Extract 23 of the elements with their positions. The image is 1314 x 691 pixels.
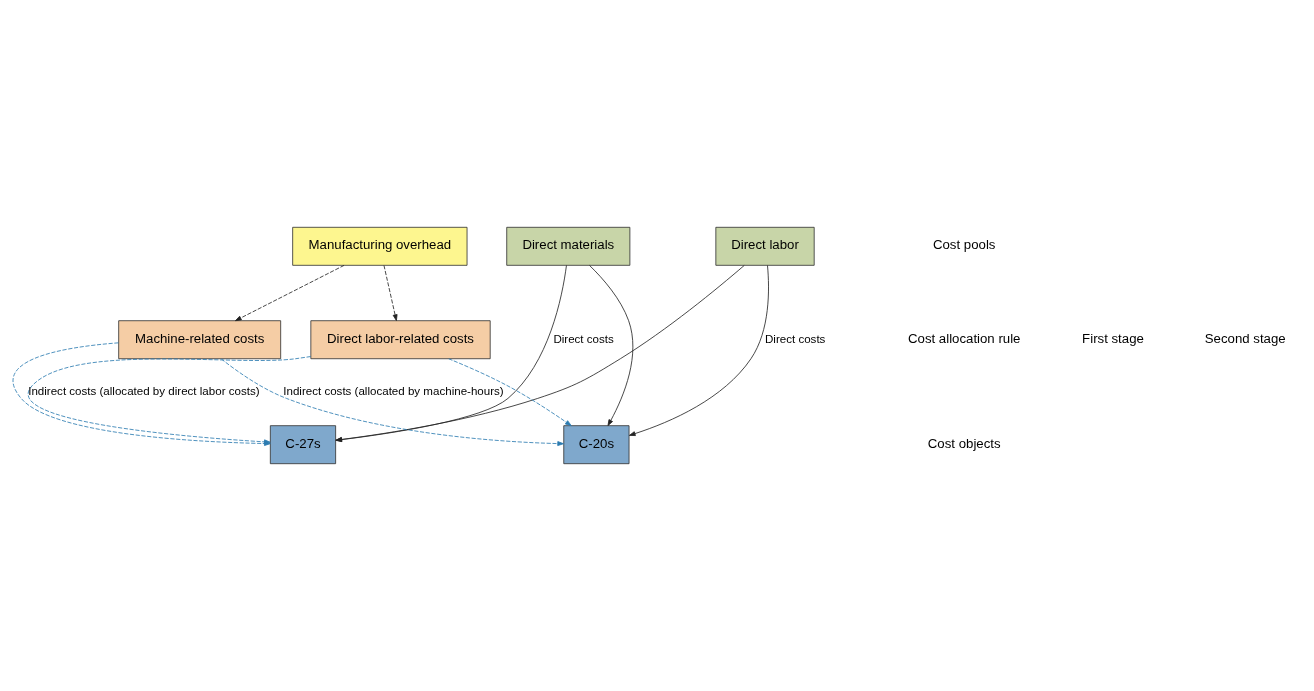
node-box: Direct labor-related costs — [310, 320, 491, 360]
edge-label: Indirect costs (allocated by machine-hours) — [283, 385, 504, 398]
label: First stage — [1082, 330, 1144, 346]
node-box: Direct materials — [506, 226, 631, 266]
arrow — [335, 265, 567, 443]
node-box: Direct labor — [715, 226, 815, 266]
label: Second stage — [1204, 330, 1286, 346]
edge-label: Indirect costs (allocated by direct labor costs) — [28, 385, 260, 398]
arrow — [448, 358, 572, 427]
arrow — [383, 265, 398, 321]
arrow — [235, 264, 345, 322]
node-box: Machine-related costs — [118, 320, 282, 360]
arrow — [589, 264, 634, 427]
node-box: C-27s — [269, 425, 337, 465]
label: Cost allocation rule — [908, 330, 1021, 346]
edge-label: Direct costs — [764, 332, 826, 345]
arrow — [335, 265, 745, 442]
node-box: C-20s — [563, 425, 630, 465]
label: Cost objects — [927, 435, 1001, 451]
node-box: Manufacturing overhead — [292, 226, 468, 266]
label: Cost pools — [932, 237, 996, 253]
arrow — [628, 265, 769, 436]
edge-label: Direct costs — [553, 332, 614, 345]
